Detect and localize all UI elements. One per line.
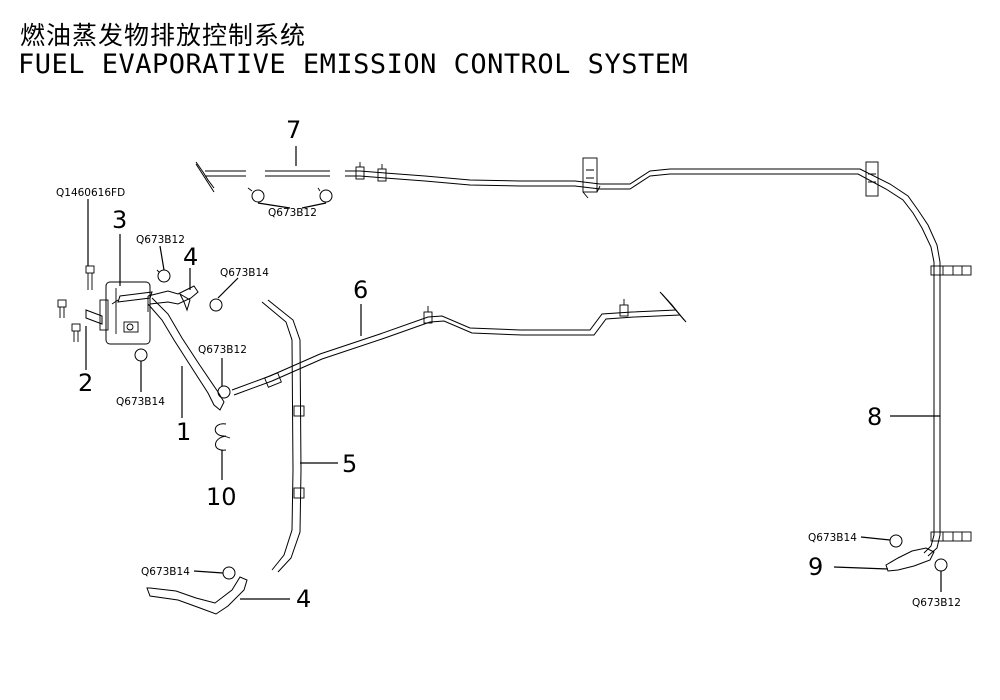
part-code-bolt: Q1460616FD [56, 187, 125, 199]
vapor-line-7 [195, 161, 941, 263]
callout-6: 6 [353, 276, 368, 304]
clamp-4-upper [209, 298, 223, 312]
vent-line-5 [261, 299, 305, 573]
callout-1: 1 [176, 418, 191, 446]
clip-right-upper [930, 265, 972, 276]
hose-1 [147, 297, 225, 411]
vapor-line-6 [231, 291, 687, 396]
canister-3 [99, 281, 153, 345]
bolt-top [85, 265, 95, 290]
part-code-clamp-4-upper: Q673B14 [220, 267, 269, 279]
clamp-right-lower [934, 558, 948, 572]
clamp-top-left [247, 187, 265, 203]
part-code-clamp-mid: Q673B12 [198, 344, 247, 356]
callout-10: 10 [206, 483, 237, 511]
part-code-clamp-top: Q673B12 [268, 207, 317, 219]
clip-bracket-top-2 [865, 161, 879, 197]
part-code-clamp-lower: Q673B14 [141, 566, 190, 578]
vapor-line-8 [923, 262, 972, 557]
callout-8: 8 [867, 403, 882, 431]
clamp-right-upper [889, 534, 903, 548]
hose-4-lower [146, 576, 248, 615]
bolt-left [57, 299, 67, 318]
clip-10 [214, 423, 231, 451]
part-code-clamp-canister-upper: Q673B12 [136, 234, 185, 246]
callout-2: 2 [78, 369, 93, 397]
part-code-clamp-right-lower: Q673B12 [912, 597, 961, 609]
page-title-english: FUEL EVAPORATIVE EMISSION CONTROL SYSTEM [18, 49, 689, 80]
part-code-clamp-canister-lower: Q673B14 [116, 396, 165, 408]
clamp-top-right [317, 187, 333, 203]
clamp-lower-hose [222, 566, 236, 580]
clamp-canister-upper [156, 269, 171, 283]
page-title-chinese: 燃油蒸发物排放控制系统 [20, 21, 307, 50]
callout-5: 5 [342, 450, 357, 478]
clamp-canister-lower [134, 348, 148, 362]
clip-right-lower [930, 531, 972, 542]
callout-4-upper: 4 [183, 243, 198, 271]
bolt-bottom [71, 323, 81, 342]
callout-9: 9 [808, 553, 823, 581]
clip-bracket-top-1 [582, 157, 601, 199]
hose-9 [885, 547, 935, 572]
part-code-clamp-right-upper: Q673B14 [808, 532, 857, 544]
callout-3: 3 [112, 206, 127, 234]
leader-lines [85, 146, 942, 600]
callout-4-lower: 4 [296, 585, 311, 613]
hose-4-upper [147, 285, 199, 312]
canister-bracket-2 [85, 309, 103, 325]
clamp-mid [217, 385, 231, 399]
callout-7: 7 [286, 116, 301, 144]
